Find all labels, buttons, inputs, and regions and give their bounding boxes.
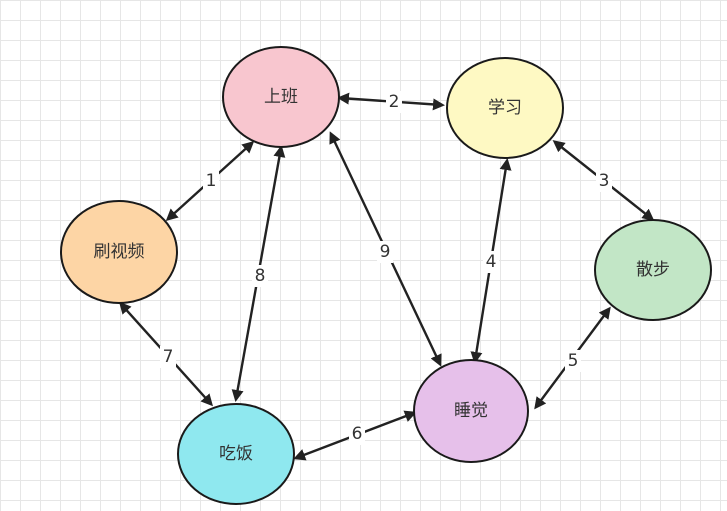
node-video-label: 刷视频 (94, 242, 145, 262)
edge-label-4: 4 (486, 252, 497, 272)
edge-label-background (203, 170, 219, 192)
node-walk: 散步 (594, 219, 712, 321)
edge-label-1: 1 (206, 171, 217, 191)
edge-label-2: 2 (389, 92, 400, 112)
edge-label-6: 6 (352, 424, 363, 444)
node-study: 学习 (446, 57, 564, 159)
edge-label-background (386, 91, 402, 113)
edge-label-7: 7 (163, 347, 174, 367)
node-eat-shape (177, 403, 295, 505)
node-work-label: 上班 (264, 87, 298, 107)
edge-label-3: 3 (599, 171, 610, 191)
edge-label-background (596, 170, 612, 192)
edge-label-background (565, 350, 581, 372)
node-sleep-shape (413, 359, 529, 463)
edge-label-8: 8 (255, 266, 266, 286)
node-study-shape (446, 57, 564, 159)
edge-label-background (483, 251, 499, 273)
node-video: 刷视频 (60, 200, 178, 304)
node-work: 上班 (222, 46, 340, 148)
node-study-label: 学习 (488, 98, 522, 118)
edge-label-background (349, 423, 365, 445)
edge-label-background (160, 346, 176, 368)
edge-label-background (252, 265, 268, 287)
edge-label-5: 5 (568, 351, 579, 371)
node-eat-label: 吃饭 (219, 444, 253, 464)
node-walk-shape (594, 219, 712, 321)
node-eat: 吃饭 (177, 403, 295, 505)
node-walk-label: 散步 (636, 260, 670, 280)
edge-label-background (377, 241, 393, 263)
edge-label-9: 9 (380, 242, 391, 262)
node-work-shape (222, 46, 340, 148)
node-sleep-label: 睡觉 (454, 401, 488, 421)
node-video-shape (60, 200, 178, 304)
node-sleep: 睡觉 (413, 359, 529, 463)
